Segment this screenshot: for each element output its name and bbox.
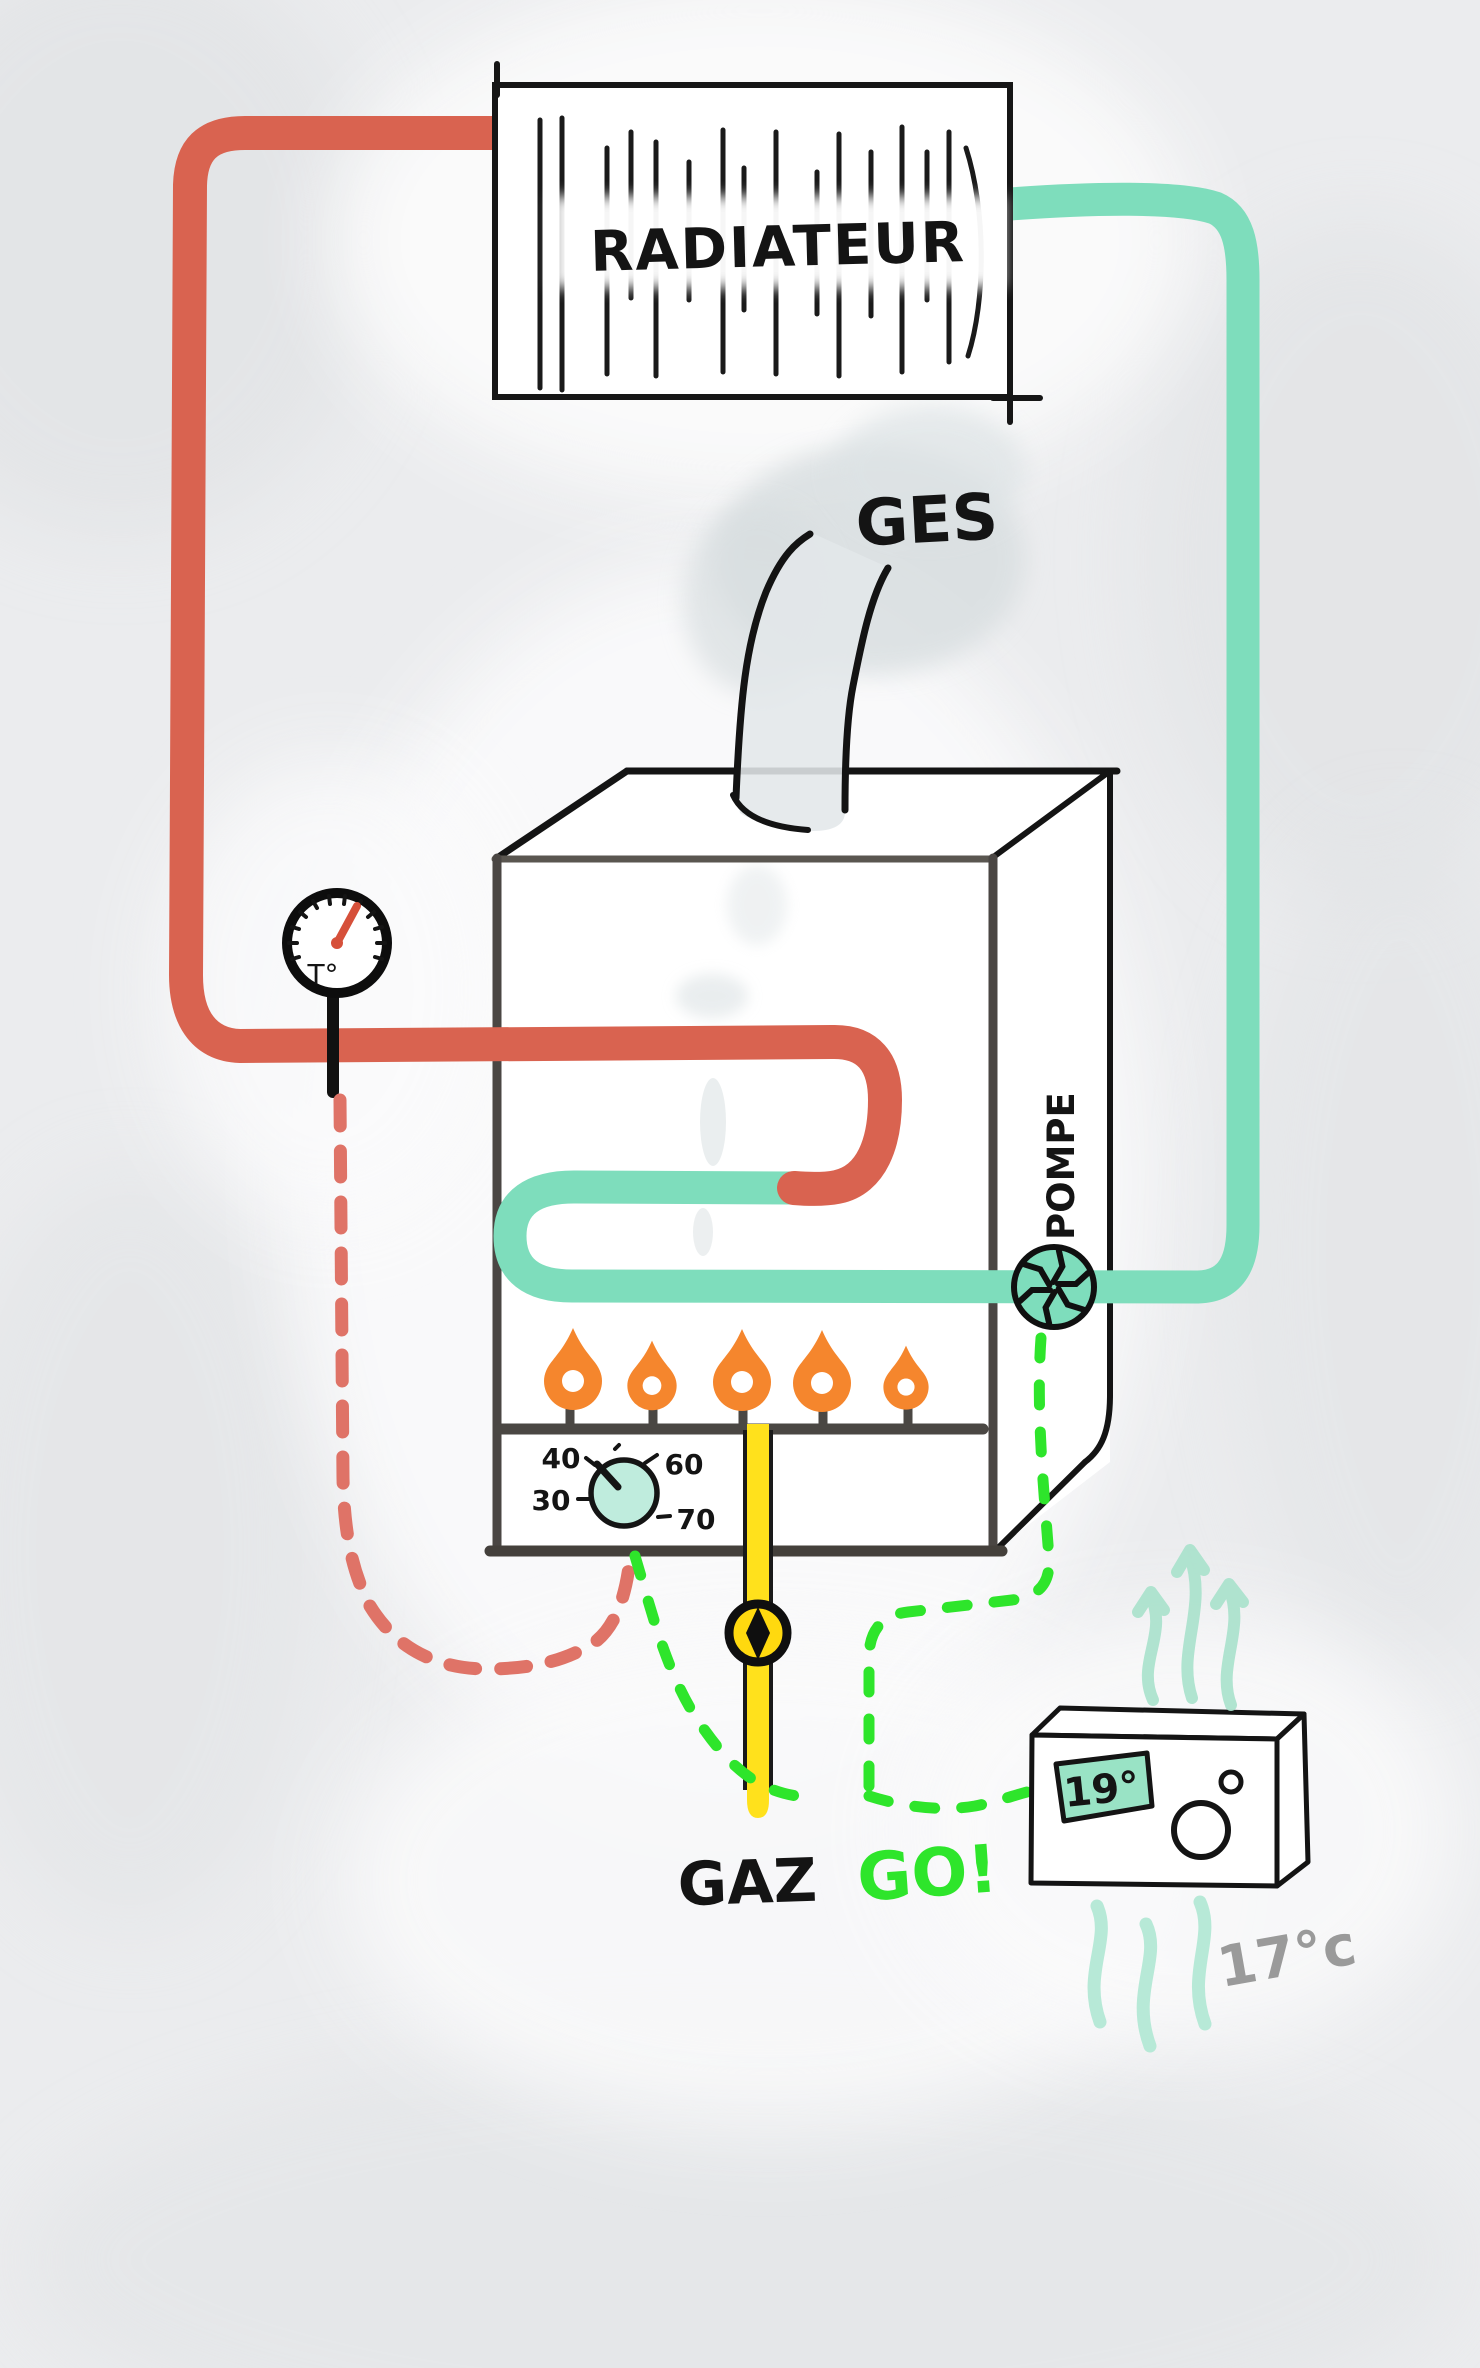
green-link-pump bbox=[863, 1332, 1055, 1792]
gauge-ticks bbox=[287, 894, 387, 961]
label-glow bbox=[552, 196, 1004, 288]
go-signal-label: GO! bbox=[855, 1830, 1000, 1917]
flame-icon bbox=[713, 1329, 771, 1411]
chimney-left-line bbox=[732, 530, 814, 802]
flame-icon bbox=[627, 1340, 677, 1411]
flame-icon bbox=[544, 1328, 602, 1410]
flame-core bbox=[811, 1372, 833, 1394]
pump-body bbox=[1011, 1244, 1097, 1330]
thermostat-led bbox=[1218, 1769, 1244, 1795]
flame-core bbox=[897, 1378, 915, 1396]
knob-label-70: 70 bbox=[677, 1503, 716, 1536]
gauge-label: T° bbox=[306, 958, 338, 991]
thermostat-dial[interactable] bbox=[1171, 1800, 1231, 1860]
flame-icon bbox=[793, 1330, 851, 1412]
heat-squiggles bbox=[1087, 1895, 1212, 2053]
grey-cloud bbox=[0, 1170, 320, 1930]
boiler-top-right-edge bbox=[989, 768, 1113, 861]
gauge-needle-hub bbox=[331, 937, 343, 949]
knob-label-30: 30 bbox=[532, 1484, 571, 1517]
smoke-blob bbox=[835, 405, 1025, 535]
heat-arrow-head bbox=[1210, 1578, 1249, 1610]
smoke-wisp bbox=[693, 1208, 713, 1256]
thermostat-setpoint: 19° bbox=[1062, 1763, 1142, 1817]
burner bbox=[494, 1328, 989, 1435]
heat-arrow-icon bbox=[1141, 1590, 1163, 1706]
chimney-bottom-curve bbox=[730, 792, 811, 833]
thermostat: 19° bbox=[1028, 1705, 1311, 1889]
fan-icon bbox=[1017, 1247, 1091, 1327]
radiator: RADIATEUR bbox=[492, 61, 1043, 425]
knob-label-60: 60 bbox=[665, 1448, 704, 1481]
sensor-link-red bbox=[333, 1093, 637, 1676]
heat-arrows bbox=[1132, 1544, 1249, 1711]
smoke-wisp bbox=[727, 865, 787, 945]
temperature-gauge: T° bbox=[282, 888, 392, 1098]
radiator-label: RADIATEUR bbox=[589, 210, 966, 285]
squiggle-icon bbox=[1136, 1917, 1158, 2053]
boiler-side-bottom-edge bbox=[994, 1459, 1088, 1552]
thermostat-side-face bbox=[1274, 1711, 1311, 1889]
flame-core bbox=[642, 1376, 662, 1395]
valve-diamond-icon bbox=[746, 1607, 770, 1660]
control-link-green bbox=[629, 1332, 1055, 1814]
flame-icon bbox=[883, 1345, 929, 1410]
heat-arrow-head bbox=[1132, 1586, 1170, 1618]
heat-arrow-head bbox=[1171, 1544, 1210, 1578]
boiler-smoke-wisps bbox=[676, 865, 787, 1256]
boiler-side-face bbox=[992, 771, 1110, 1549]
squiggle-icon bbox=[1087, 1899, 1108, 2029]
gas-valve[interactable] bbox=[724, 1599, 792, 1667]
green-link-thermostat bbox=[863, 1786, 1033, 1814]
knob-label-40: 40 bbox=[542, 1442, 581, 1475]
hot-water-pipe bbox=[169, 116, 902, 1206]
squiggle-icon bbox=[1191, 1895, 1212, 2031]
chimney-tube bbox=[738, 533, 885, 831]
return-pipe bbox=[493, 182, 1260, 1304]
smoke-wisp bbox=[700, 1078, 726, 1166]
knob-ticks bbox=[576, 1443, 672, 1519]
gas-label: GAZ bbox=[677, 1846, 819, 1921]
pump: POMPE bbox=[1011, 1092, 1097, 1330]
flame-core bbox=[562, 1370, 584, 1392]
green-link-knob bbox=[629, 1550, 812, 1803]
flue-label: GES bbox=[854, 480, 1000, 561]
heat-arrow-icon bbox=[1220, 1582, 1241, 1711]
pump-label: POMPE bbox=[1040, 1092, 1083, 1240]
knob-pointer bbox=[593, 1460, 622, 1491]
chimney-right-line bbox=[841, 564, 892, 814]
heat-arrow-icon bbox=[1181, 1550, 1202, 1704]
gauge-needle bbox=[333, 902, 361, 947]
thermostat-display bbox=[1053, 1750, 1155, 1824]
boiler-side-edge bbox=[1082, 768, 1113, 1465]
smoke-wisp bbox=[676, 974, 748, 1018]
burner-knob[interactable]: 40 30 60 70 bbox=[532, 1442, 716, 1536]
grey-cloud bbox=[20, 2040, 1460, 2368]
flame-core bbox=[731, 1371, 753, 1393]
grey-cloud bbox=[1140, 220, 1480, 900]
boiler-top-left-edge bbox=[493, 767, 631, 862]
flames bbox=[544, 1328, 929, 1412]
grey-cloud bbox=[1230, 830, 1480, 1670]
chimney bbox=[730, 530, 892, 833]
